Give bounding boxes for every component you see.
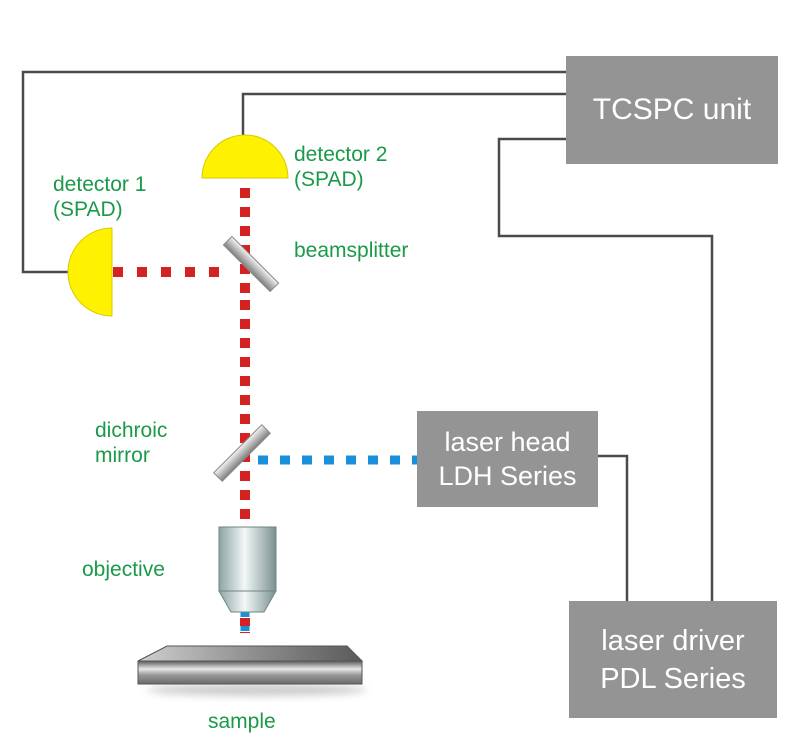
wire-tcspc-laser-driver [497,137,714,601]
dichroic-mirror-icon [213,424,271,482]
emission-beam [113,188,250,633]
beamsplitter-label: beamsplitter [294,239,409,262]
laser-head-label-line1: laser head [444,427,571,457]
sample-slide-icon [137,645,367,696]
tcspc-unit-label: TCSPC unit [592,93,752,126]
wire-tcspc-detector2 [241,92,567,137]
wires [21,70,714,601]
detector-2-label-line1: detector 2 [294,143,388,166]
wire-laser-head-driver [597,454,629,601]
laser-driver-box: laser driver PDL Series [569,601,777,718]
detector-2-label: detector 2 (SPAD) [294,142,387,192]
laser-driver-label-line1: laser driver [601,624,745,657]
beamsplitter-icon [222,235,280,293]
objective-label: objective [82,558,165,581]
detector-1-label-line2: (SPAD) [53,198,123,221]
detector-2-label-line2: (SPAD) [294,168,364,191]
laser-driver-label-line2: PDL Series [600,662,746,695]
dichroic-mirror-label-line1: dichroic [95,419,168,442]
detector-1-label: detector 1 (SPAD) [53,172,146,222]
detector-2-icon [201,134,289,179]
laser-head-label-line2: LDH Series [438,461,577,491]
detector-1-icon [67,227,113,317]
wire-tcspc-detector1 [21,70,567,274]
excitation-beam [240,455,418,638]
objective-icon [218,526,277,613]
dichroic-mirror-label: dichroic mirror [95,418,167,468]
detector-1-label-line1: detector 1 [53,173,147,196]
dichroic-mirror-label-line2: mirror [95,444,150,467]
laser-head-box: laser head LDH Series [417,411,598,507]
sample-label: sample [208,710,276,733]
tcspc-unit-box: TCSPC unit [566,56,778,164]
